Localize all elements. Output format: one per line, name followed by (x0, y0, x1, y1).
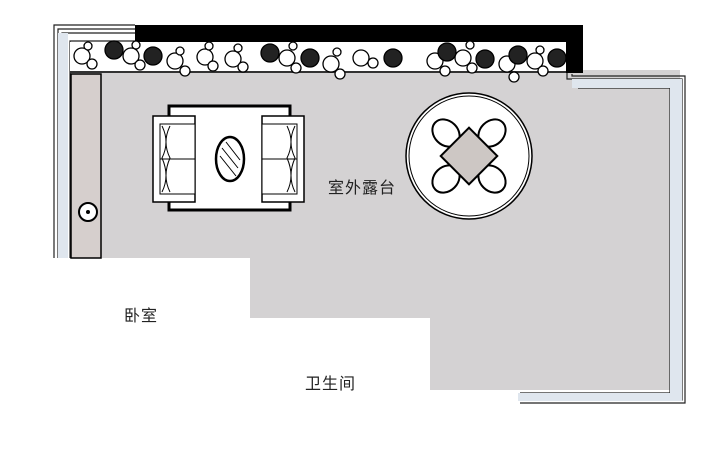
sofa-left-icon (152, 115, 196, 203)
side-planter (70, 73, 102, 259)
plant-icon (73, 40, 567, 83)
room-label-bedroom: 卧室 (124, 306, 159, 325)
round-dining-set (405, 92, 533, 220)
railing-glass-left (58, 33, 68, 258)
room-label-terrace: 室外露台 (328, 178, 397, 197)
room-label-bathroom: 卫生间 (305, 374, 357, 393)
sofa-right-icon (261, 115, 305, 203)
railing-glass-top-right (572, 79, 682, 88)
wall-top-right (566, 25, 583, 73)
oval-coffee-table-icon (214, 135, 246, 183)
chair-icon (431, 118, 507, 194)
wall-top (135, 25, 582, 42)
floor-drain-icon (78, 202, 98, 222)
sofa-set (152, 104, 305, 212)
railing-glass-right (670, 79, 682, 393)
railing-glass-bottom (518, 393, 682, 401)
square-table-icon (439, 126, 499, 186)
